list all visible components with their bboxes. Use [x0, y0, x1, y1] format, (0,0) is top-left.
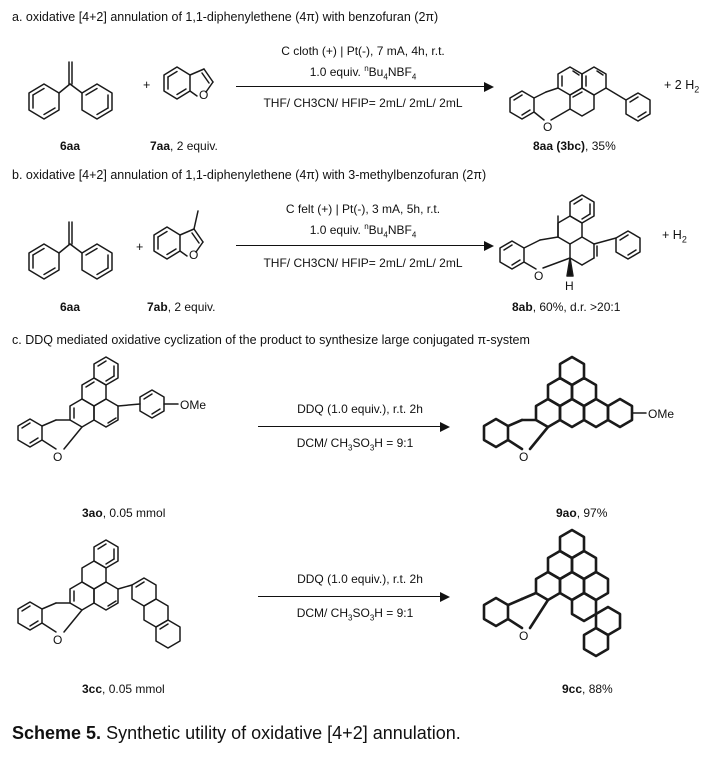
- svg-text:O: O: [519, 629, 528, 643]
- byproduct-b: + H2: [662, 228, 687, 245]
- svg-text:OMe: OMe: [180, 398, 206, 412]
- conditions-b-line3: THF/ CH3CN/ HFIP= 2mL/ 2mL/ 2mL: [263, 256, 463, 270]
- structure-9ao: OMe O: [482, 355, 674, 464]
- reaction-arrow-c2: [258, 591, 450, 602]
- label-6aa-a: 6aa: [60, 139, 81, 153]
- structure-6aa-b: [28, 221, 113, 280]
- conditions-c2-top: DDQ (1.0 equiv.), r.t. 2h: [297, 572, 423, 586]
- plus-sign-a: +: [143, 78, 151, 92]
- byproduct-a: + 2 H2: [664, 78, 700, 95]
- svg-text:O: O: [53, 450, 62, 464]
- section-b-heading: b. oxidative [4+2] annulation of 1,1-dip…: [12, 168, 487, 182]
- label-9cc: 9cc, 88%: [562, 682, 613, 696]
- label-9ao: 9ao, 97%: [556, 506, 608, 520]
- conditions-c2-bottom: DCM/ CH3SO3H = 9:1: [296, 606, 414, 623]
- svg-text:O: O: [519, 450, 528, 464]
- label-6aa-b: 6aa: [60, 300, 81, 314]
- structure-8aa: O: [509, 66, 651, 134]
- svg-text:O: O: [199, 88, 208, 102]
- structure-6aa-a: [28, 61, 113, 120]
- svg-text:O: O: [534, 269, 543, 283]
- conditions-a-line3: THF/ CH3CN/ HFIP= 2mL/ 2mL/ 2mL: [263, 96, 463, 110]
- svg-text:O: O: [53, 633, 62, 647]
- structure-7aa: O: [163, 66, 214, 102]
- svg-text:H: H: [565, 279, 574, 293]
- scheme-caption: Scheme 5. Synthetic utility of oxidative…: [12, 723, 461, 743]
- label-7ab: 7ab, 2 equiv.: [147, 300, 216, 314]
- conditions-a-line2: 1.0 equiv. nBu4NBF4: [309, 64, 417, 82]
- section-a-heading: a. oxidative [4+2] annulation of 1,1-dip…: [12, 10, 439, 24]
- conditions-c1-top: DDQ (1.0 equiv.), r.t. 2h: [297, 402, 423, 416]
- label-8ab: 8ab, 60%, d.r. >20:1: [512, 300, 621, 314]
- structure-7ab: O: [153, 210, 204, 262]
- reaction-arrow-a: [236, 81, 494, 92]
- conditions-b-line1: C felt (+) | Pt(-), 3 mA, 5h, r.t.: [285, 202, 441, 216]
- svg-text:OMe: OMe: [648, 407, 674, 421]
- structure-9cc: O: [482, 528, 622, 658]
- label-3cc: 3cc, 0.05 mmol: [82, 682, 165, 696]
- reaction-arrow-c1: [258, 421, 450, 432]
- plus-sign-b: +: [136, 240, 144, 254]
- structure-8ab: O H: [499, 194, 641, 293]
- conditions-b-line2: 1.0 equiv. nBu4NBF4: [309, 222, 417, 240]
- reaction-arrow-b: [236, 240, 494, 251]
- conditions-c1-bottom: DCM/ CH3SO3H = 9:1: [296, 436, 414, 453]
- structure-3ao: O OMe: [17, 356, 206, 464]
- section-c-heading: c. DDQ mediated oxidative cyclization of…: [12, 333, 530, 347]
- structure-3cc: O: [17, 539, 181, 649]
- svg-text:O: O: [543, 120, 552, 134]
- svg-text:O: O: [189, 248, 198, 262]
- label-7aa: 7aa, 2 equiv.: [150, 139, 218, 153]
- label-8aa: 8aa (3bc), 35%: [533, 139, 616, 153]
- conditions-a-line1: C cloth (+) | Pt(-), 7 mA, 4h, r.t.: [281, 44, 445, 58]
- label-3ao: 3ao, 0.05 mmol: [82, 506, 166, 520]
